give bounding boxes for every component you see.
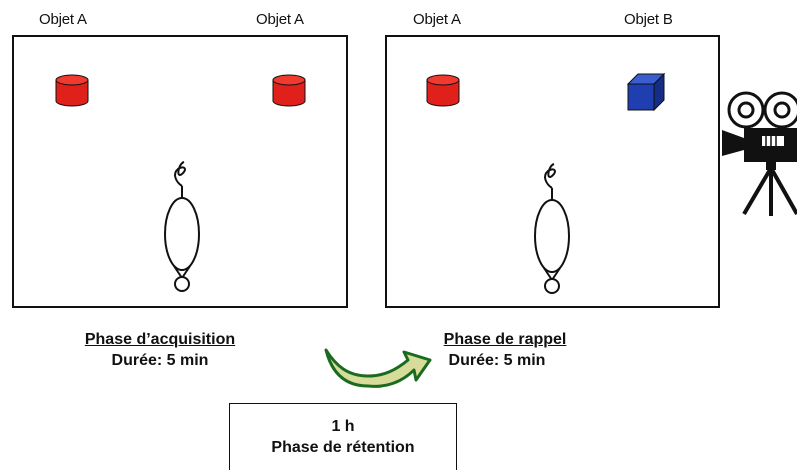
acquisition-object-a-left-icon — [55, 74, 89, 107]
recall-mouse-icon — [534, 163, 570, 294]
acquisition-phase-title: Phase d’acquisition — [84, 331, 236, 348]
retention-box: 1 h Phase de rétention — [229, 403, 457, 470]
acquisition-phase-duration: Durée: 5 min — [111, 352, 209, 369]
recall-right-object-label: Objet B — [624, 11, 673, 28]
acquisition-left-object-label: Objet A — [39, 11, 87, 28]
retention-delay: 1 h — [331, 418, 355, 435]
recall-phase-duration: Durée: 5 min — [448, 352, 546, 369]
retention-phase-title: Phase de rétention — [271, 439, 415, 456]
recall-phase-title: Phase de rappel — [443, 331, 567, 348]
recall-object-b-cube-icon — [626, 72, 666, 112]
video-camera-icon — [722, 91, 797, 216]
recall-left-object-label: Objet A — [413, 11, 461, 28]
curved-transition-arrow-icon — [324, 348, 432, 388]
recall-object-a-icon — [426, 74, 460, 107]
acquisition-mouse-icon — [164, 161, 200, 292]
acquisition-right-object-label: Objet A — [256, 11, 304, 28]
acquisition-object-a-right-icon — [272, 74, 306, 107]
